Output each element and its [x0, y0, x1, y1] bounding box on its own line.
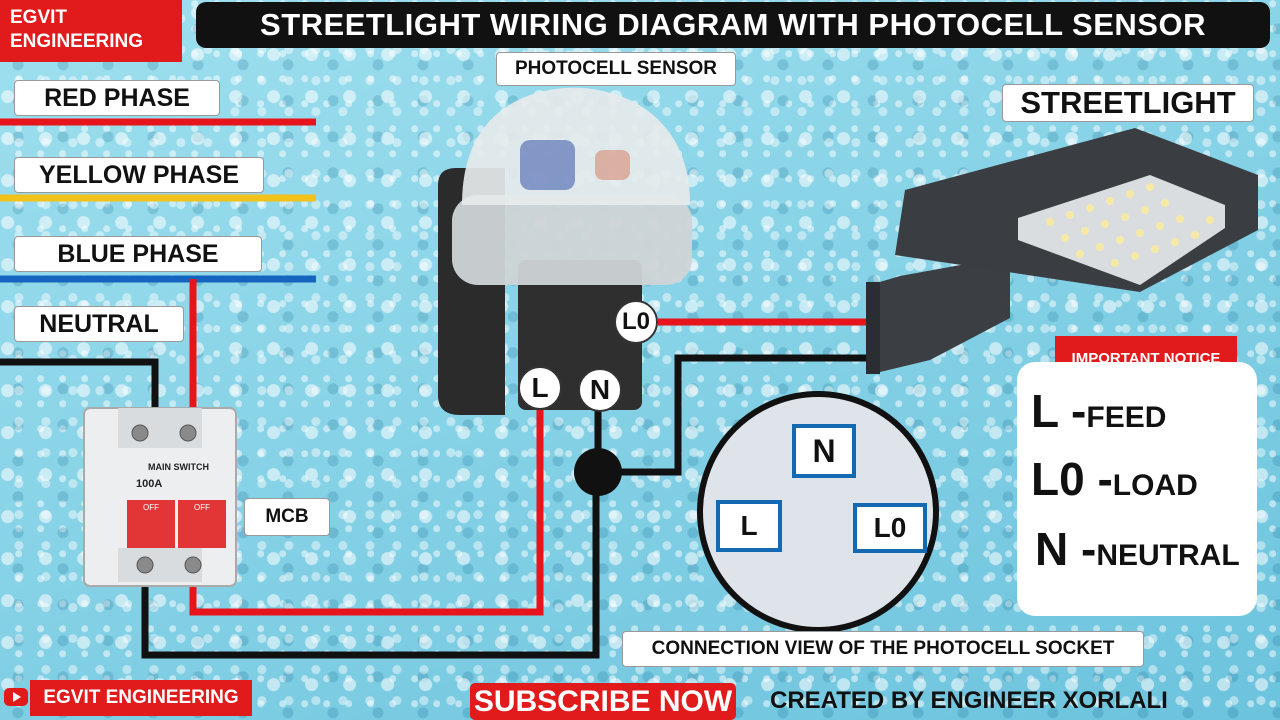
socket-terminal-n: N — [792, 424, 856, 478]
socket-view-caption: CONNECTION VIEW OF THE PHOTOCELL SOCKET — [622, 631, 1144, 667]
photocell-socket-view — [697, 391, 939, 633]
notice-l0-row: L0 -LOAD — [1031, 452, 1198, 506]
notice-l-row: L -FEED — [1031, 384, 1166, 438]
legend-blue-phase-label: BLUE PHASE — [14, 236, 262, 272]
streetlight-image — [866, 128, 1258, 374]
socket-terminal-l: L — [716, 500, 782, 552]
credit-text: CREATED BY ENGINEER XORLALI — [770, 687, 1168, 714]
legend-red-phase-label: RED PHASE — [14, 80, 220, 116]
notice-panel: L -FEED L0 -LOAD N -NEUTRAL — [1017, 362, 1257, 616]
mcb-off-right-label: OFF — [194, 503, 210, 512]
notice-l-text: FEED — [1086, 401, 1167, 434]
lamp-neutral-wire — [598, 354, 878, 476]
mcb-breaker — [83, 407, 237, 587]
photocell-sensor-label: PHOTOCELL SENSOR — [496, 52, 736, 86]
terminal-l: L — [518, 366, 562, 410]
legend-yellow-phase-label: YELLOW PHASE — [14, 157, 264, 193]
notice-l0-text: LOAD — [1112, 469, 1198, 502]
channel-name-badge[interactable]: EGVIT ENGINEERING — [30, 680, 252, 716]
neutral-out-wire — [141, 472, 600, 659]
youtube-icon — [4, 688, 28, 706]
streetlight-label: STREETLIGHT — [1002, 84, 1254, 122]
notice-n-row: N -NEUTRAL — [1035, 522, 1240, 576]
notice-n-text: NEUTRAL — [1096, 539, 1240, 572]
subscribe-button[interactable]: SUBSCRIBE NOW — [470, 683, 736, 720]
brand-logo: EGVIT ENGINEERING — [0, 0, 182, 62]
neutral-junction-dot — [574, 448, 622, 496]
legend-neutral-label: NEUTRAL — [14, 306, 184, 342]
mcb-label: MCB — [244, 498, 330, 536]
mcb-off-left-label: OFF — [143, 503, 159, 512]
terminal-l0: L0 — [614, 300, 658, 344]
photocell-sensor-image — [438, 87, 692, 415]
notice-n-symbol: N - — [1035, 523, 1097, 575]
terminal-n: N — [578, 368, 622, 412]
socket-terminal-l0: L0 — [853, 503, 927, 553]
mcb-rating-label: 100A — [136, 478, 163, 490]
mcb-name-label: MAIN SWITCH — [148, 462, 209, 472]
notice-l-symbol: L - — [1031, 385, 1087, 437]
notice-l0-symbol: L0 - — [1031, 453, 1113, 505]
diagram-title: STREETLIGHT WIRING DIAGRAM WITH PHOTOCEL… — [196, 2, 1270, 48]
